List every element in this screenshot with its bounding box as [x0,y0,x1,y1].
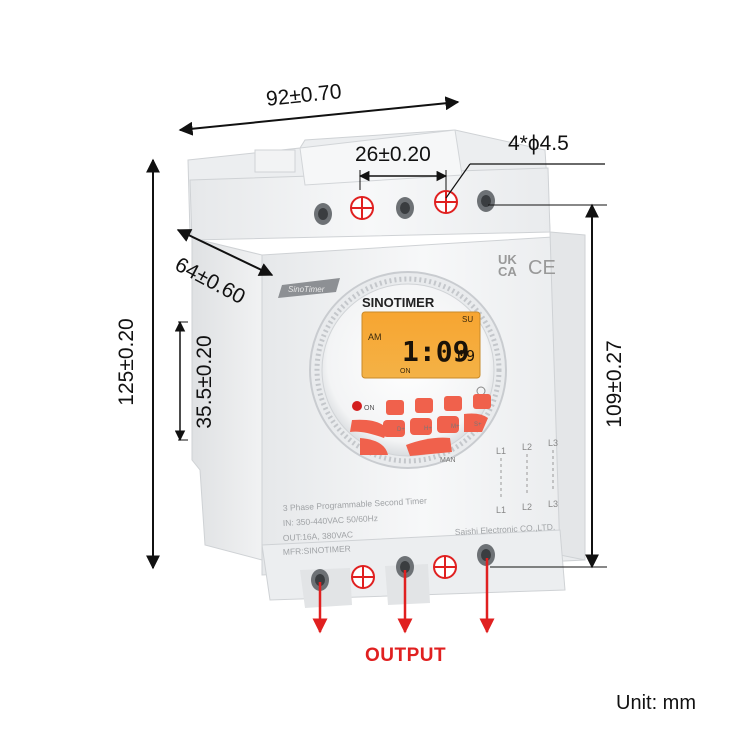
lcd-am: AM [368,332,382,342]
depth-dim-line [176,229,274,276]
bottom-terminal-screws [311,544,495,591]
height-dim-label: 125±0.20 [115,318,138,406]
button-3[interactable] [444,396,462,411]
top-label-window [254,149,296,173]
spec-line-3: OUT:16A, 380VAC [283,529,354,543]
button-m[interactable] [410,418,432,435]
lcd-seconds: 09 [457,347,475,365]
svg-text:L2: L2 [522,442,532,452]
ukca-mark-top: UK [498,252,517,267]
svg-text:L2: L2 [522,502,532,512]
lcd-su: SU [462,315,473,324]
button-d[interactable] [350,419,388,438]
output-label: OUTPUT [365,645,447,666]
svg-text:L1: L1 [496,446,506,456]
brand-label: SINOTIMER [362,295,435,310]
ce-mark: CE [528,257,556,279]
button-man-label: MAN [440,457,456,464]
brand-badge: SinoTimer [278,278,340,298]
wiring-diagram: L1 L2 L3 L1 L2 L3 [496,438,558,515]
bottom-mounting-holes [351,555,457,589]
button-d-label: D+ [397,427,405,433]
holes-leader [445,163,471,199]
svg-text:L1: L1 [496,505,506,515]
svg-text:SinoTimer: SinoTimer [288,285,325,294]
pitch-dim-label: 26±0.20 [355,143,431,166]
on-led [352,401,362,411]
svg-text:L3: L3 [548,499,558,509]
ukca-mark-bottom: CA [498,264,517,279]
button-man-right[interactable] [464,413,488,433]
lcd-time: 1:09 [402,335,469,368]
button-h[interactable] [383,420,405,437]
button-man[interactable] [406,437,452,456]
dimension-lines [146,96,607,570]
button-s[interactable] [437,416,459,433]
lcd-on: ON [400,368,411,375]
on-led-label: ON [364,405,375,412]
window-dim-label: 35.5±0.20 [193,335,216,429]
spec-line-2: IN: 350-440VAC 50/60Hz [283,513,379,528]
svg-text:L3: L3 [548,438,558,448]
rail-dim-label: 109±0.27 [603,340,626,428]
holes-dim-label: 4*ϕ4.5 [508,132,569,155]
button-2[interactable] [415,398,433,413]
button-s-label: S+ [474,422,482,428]
width-dim-line [178,96,460,136]
button-4[interactable] [473,394,491,409]
lcd-display: AM SU 1:09 09 ON [361,311,481,379]
button-h-label: H+ [424,426,432,432]
spec-line-4: MFR:SINOTIMER [283,543,351,557]
button-m-label: M+ [451,424,460,430]
unit-label: Unit: mm [616,692,696,714]
top-terminal-screws [314,190,495,225]
control-buttons: D+ H+ M+ S+ MAN [350,394,491,464]
top-mounting-holes [350,190,458,220]
button-1[interactable] [386,400,404,415]
output-arrows [312,558,495,634]
button-clock[interactable] [360,438,388,455]
